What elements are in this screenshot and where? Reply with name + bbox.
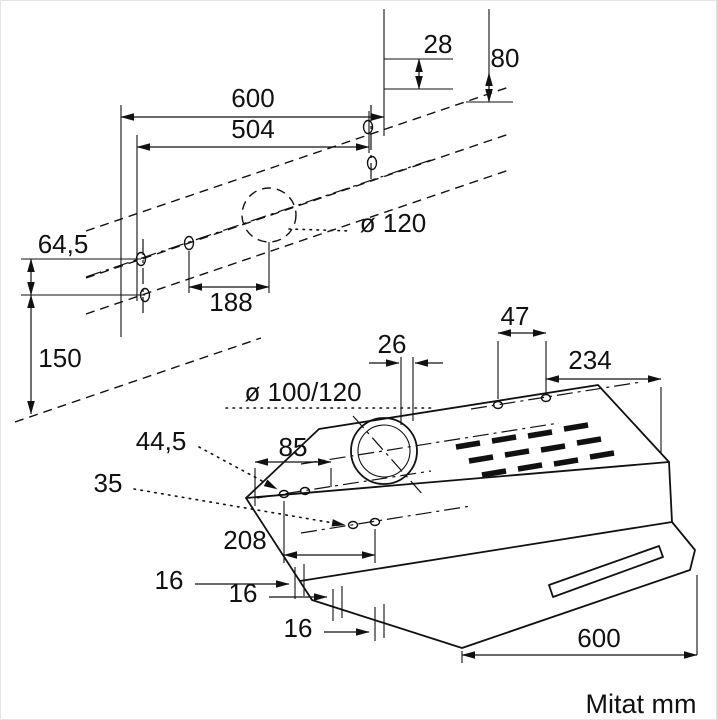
hood-outline [245, 384, 696, 649]
dim-hood-duct-offset: 26 [378, 329, 407, 359]
dim-template-top-offset: 28 [424, 29, 453, 59]
hood-grille [455, 422, 615, 478]
dim-hood-depth: 234 [568, 345, 611, 375]
dim-hood-duct-diameter: ø 100/120 [244, 377, 361, 407]
dim-hood-front-hole-span: 208 [223, 525, 266, 555]
duct-center-line [300, 422, 560, 465]
dim-template-center-offset: 188 [209, 287, 252, 317]
dim-hood-edge-offset-2: 16 [229, 578, 258, 608]
dim-template-hole-gap: 64,5 [38, 229, 89, 259]
duct-hole-circle [241, 187, 297, 243]
dim-hood-side-offset: 35 [94, 468, 123, 498]
wall-template-view: 600 504 28 80 ø 120 64,5 188 150 [14, 9, 520, 423]
duct-collar-inner-circle [357, 424, 411, 478]
dim-hood-duct-center: 85 [279, 432, 308, 462]
dim-template-hole-span: 504 [231, 114, 274, 144]
hood-duct-collar [300, 415, 560, 497]
dim-hood-edge-offset-1: 16 [155, 565, 184, 595]
screw-hole [183, 235, 195, 251]
template-dimension-lines [21, 9, 513, 415]
template-duct-hole [85, 159, 432, 278]
dim-template-width: 600 [231, 83, 274, 113]
duct-center-line [85, 159, 432, 278]
dim-hood-edge-offset-3: 16 [284, 613, 313, 643]
dim-hood-front-offset: 44,5 [136, 426, 187, 456]
hood-body [245, 384, 696, 649]
hood-dimension-lines [133, 329, 698, 663]
duct-center-line [352, 415, 425, 497]
hood-screw-holes [256, 381, 642, 534]
dim-template-duct-diameter: ø 120 [360, 208, 427, 238]
dim-template-right-offset: 80 [491, 43, 520, 73]
hood-top-front-edge [245, 461, 670, 499]
duct-collar-outer-circle [350, 417, 418, 485]
dim-hood-top-hole-span: 47 [501, 301, 530, 331]
screw-hole [366, 155, 378, 171]
dim-hood-width: 600 [577, 623, 620, 653]
hood-handle [548, 545, 664, 598]
units-label: Mitat mm [586, 689, 697, 719]
template-outline [14, 86, 510, 423]
dim-template-bottom-offset: 150 [38, 343, 81, 373]
hood-front-crease [299, 521, 673, 582]
hood-isometric-view: 26 47 234 ø 100/120 44,5 85 35 208 16 16… [94, 301, 698, 663]
